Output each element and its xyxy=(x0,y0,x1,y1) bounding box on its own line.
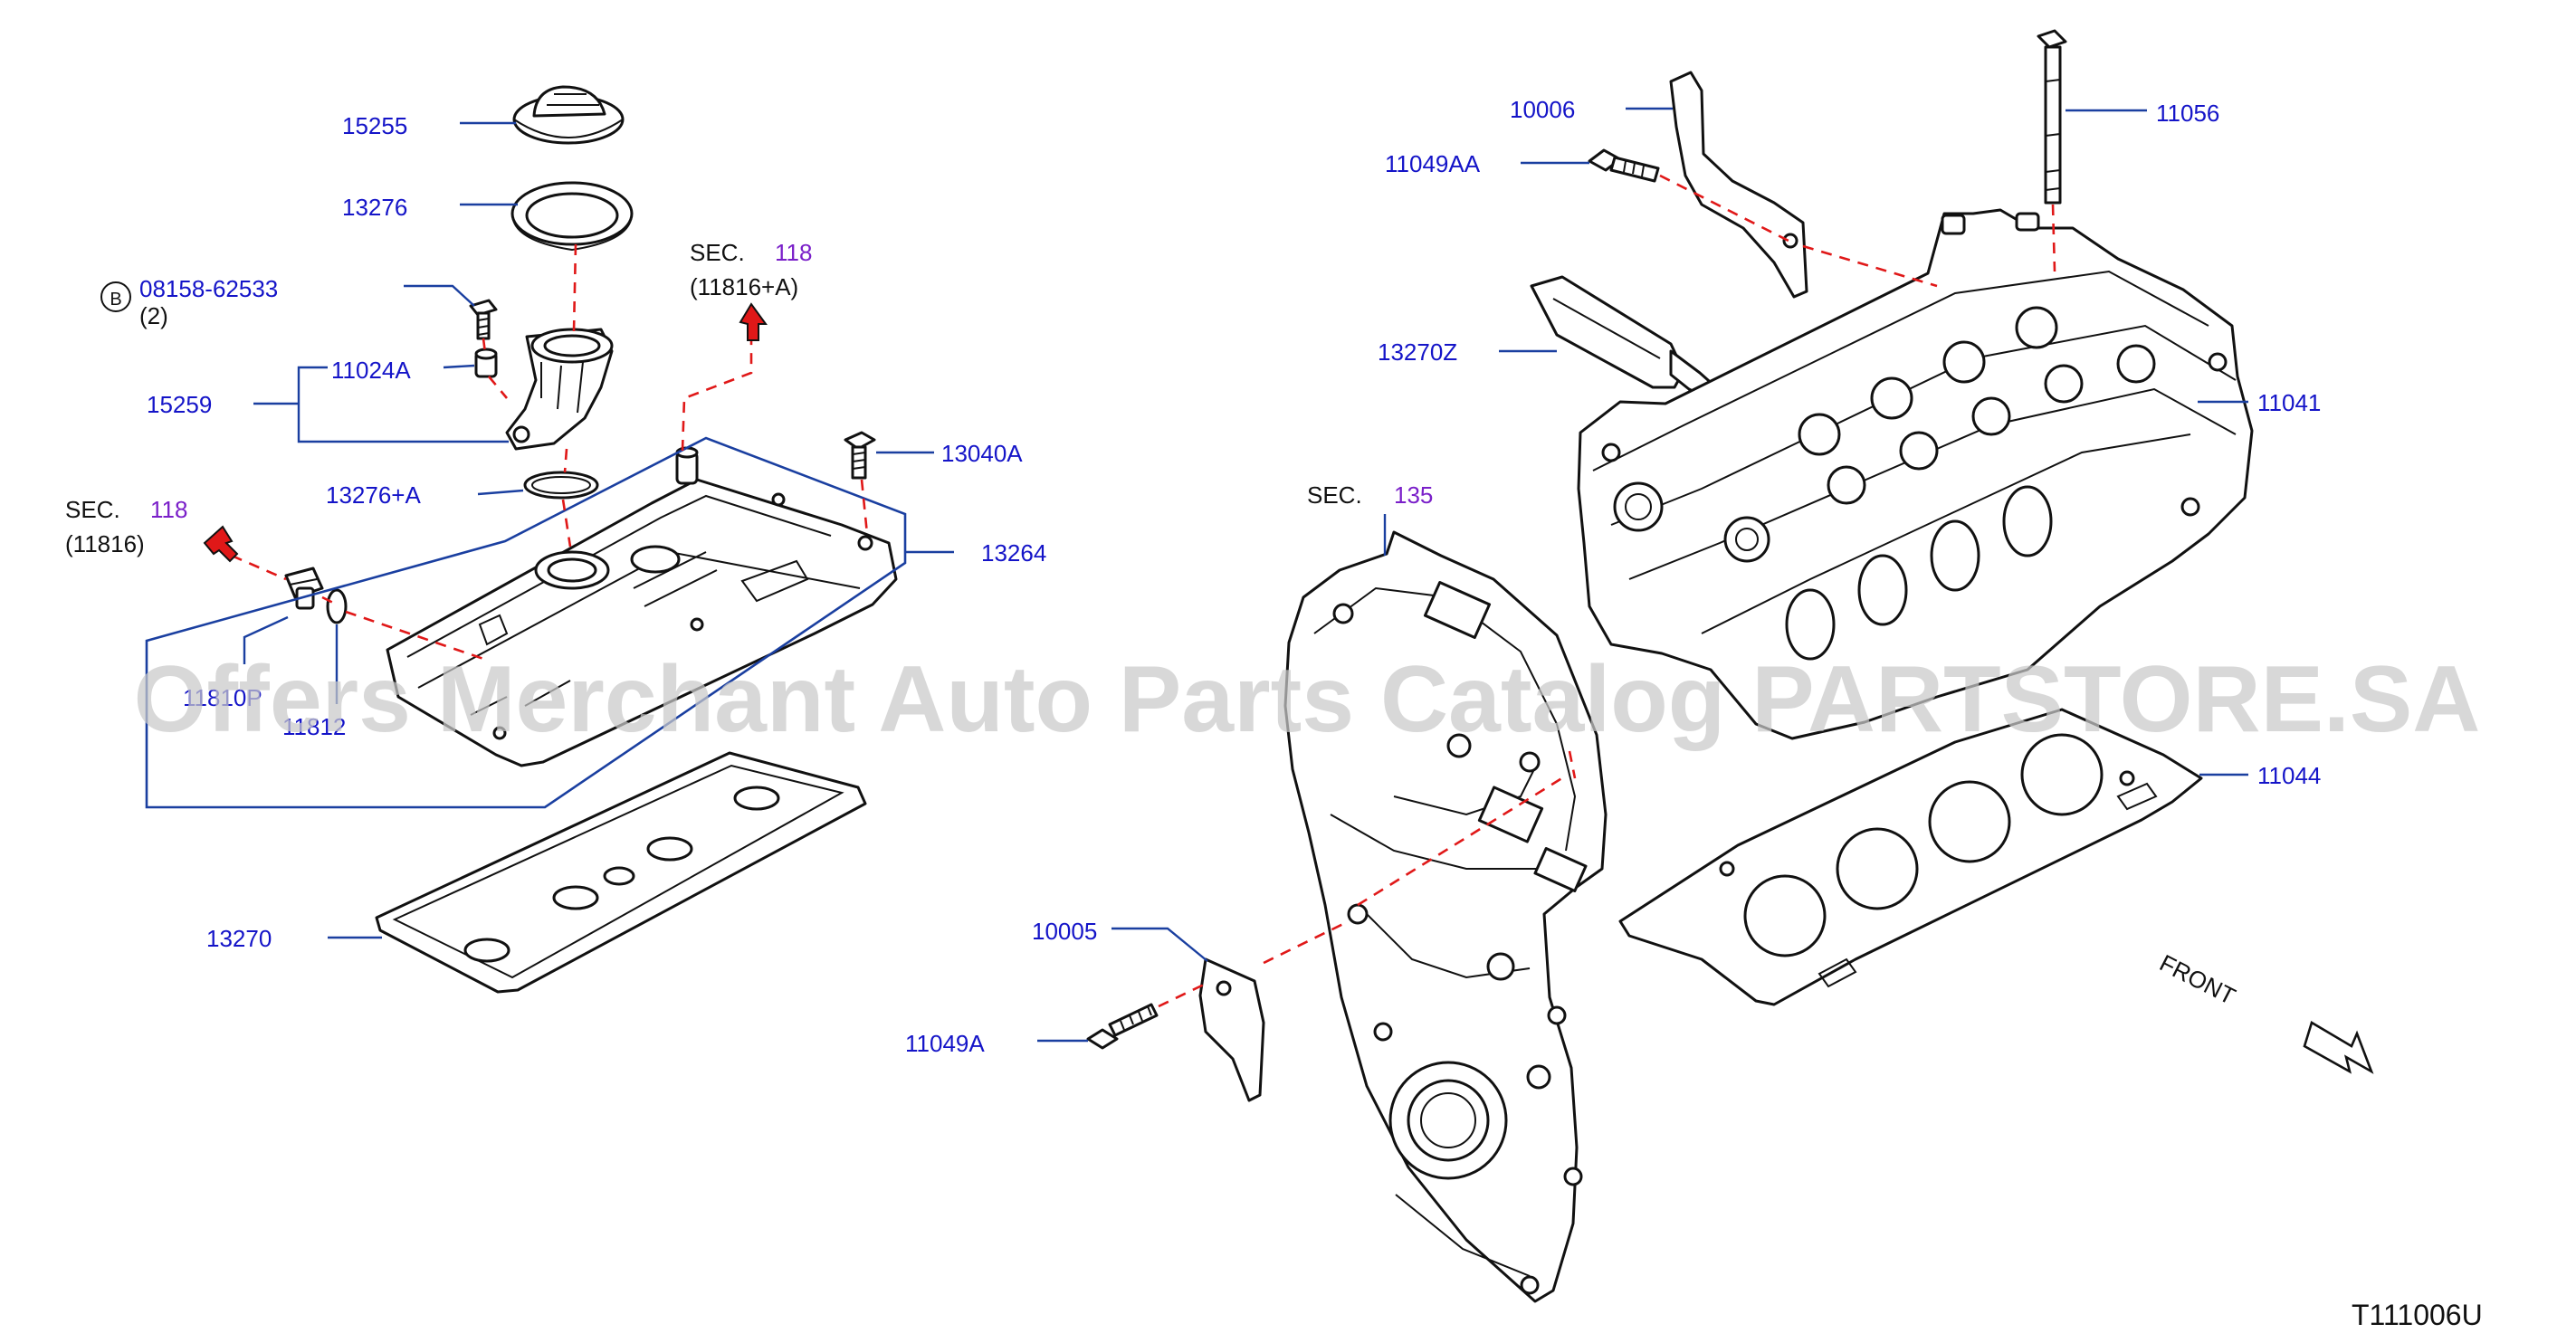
watermark: Offers Merchant Auto Parts Catalog PARTS… xyxy=(134,647,2481,752)
guide-sensor-to-cover xyxy=(231,554,490,662)
label-08158-qty: (2) xyxy=(139,302,168,329)
label-15255[interactable]: 15255 xyxy=(342,112,407,139)
oil-filler-cap[interactable] xyxy=(512,85,625,145)
leader-10005 xyxy=(1111,927,1208,962)
bolt-badge-letter: B xyxy=(110,290,121,310)
label-11056[interactable]: 11056 xyxy=(2156,100,2219,127)
sec-a-arrow-icon xyxy=(739,302,768,341)
label-11024a[interactable]: 11024A xyxy=(331,357,411,384)
cylinder-head[interactable] xyxy=(1577,208,2254,740)
label-13270z[interactable]: 13270Z xyxy=(1378,338,1457,366)
guide-bolt-to-cover xyxy=(860,479,869,535)
sec-a-number[interactable]: 118 xyxy=(775,239,812,266)
valve-cover[interactable] xyxy=(386,446,898,767)
pcv-valve-11810p[interactable] xyxy=(284,567,324,610)
guide-cover-to-sec-a xyxy=(681,329,753,452)
label-10005[interactable]: 10005 xyxy=(1032,918,1097,945)
bushing-11024a[interactable] xyxy=(474,348,498,378)
grommet-11812[interactable] xyxy=(326,588,348,624)
guide-neck-to-cover xyxy=(561,448,572,548)
sealant-tube-13270z[interactable] xyxy=(1530,275,1718,400)
sec-b-arrow-icon xyxy=(203,525,239,563)
head-bolt-11056[interactable] xyxy=(2037,29,2067,205)
leader-15259 xyxy=(253,366,509,443)
sec-b-prefix: SEC. xyxy=(65,496,120,523)
sec-a-ref: (11816+A) xyxy=(690,273,798,300)
front-arrow-icon xyxy=(2303,1021,2374,1074)
sec-b-ref: (11816) xyxy=(65,530,145,557)
sec-c-prefix: SEC. xyxy=(1307,481,1362,509)
sec-b-number[interactable]: 118 xyxy=(150,496,187,523)
label-11049a[interactable]: 11049A xyxy=(905,1030,985,1057)
assembly-outline xyxy=(145,436,907,809)
label-13276[interactable]: 13276 xyxy=(342,194,407,221)
leader-11810p xyxy=(243,615,289,664)
label-11812[interactable]: 11812 xyxy=(282,713,346,740)
bolt-badge-icon xyxy=(100,281,131,312)
oil-filler-neck[interactable] xyxy=(505,328,614,451)
guide-front-cover-dowel xyxy=(1568,750,1577,779)
front-timing-cover[interactable] xyxy=(1283,530,1608,1303)
sec-c-number[interactable]: 135 xyxy=(1394,481,1433,509)
guide-cap-to-neck xyxy=(572,243,577,332)
diagram-code: T111006U xyxy=(2352,1299,2483,1331)
bolt-13040a[interactable] xyxy=(844,431,876,480)
guide-bracket-to-head xyxy=(1802,244,1938,288)
label-15259[interactable]: 15259 xyxy=(147,391,212,418)
leader-11024a xyxy=(443,364,475,369)
bracket-10006[interactable] xyxy=(1669,71,1808,299)
sec-a-prefix: SEC. xyxy=(690,239,745,266)
label-10006[interactable]: 10006 xyxy=(1510,96,1575,123)
label-13276a[interactable]: 13276+A xyxy=(326,481,421,509)
bolt-08158[interactable] xyxy=(469,299,498,340)
label-08158[interactable]: 08158-62533 xyxy=(139,275,278,302)
o-ring-inner xyxy=(531,476,591,494)
label-13270[interactable]: 13270 xyxy=(206,925,272,952)
label-11044[interactable]: 11044 xyxy=(2257,762,2321,789)
bolt-11049a[interactable] xyxy=(1086,1003,1159,1050)
cylinder-head-gasket[interactable] xyxy=(1618,708,2203,1006)
guide-bolt-to-front-cover xyxy=(1158,773,1569,1008)
leader-08158 xyxy=(404,284,475,307)
label-13264[interactable]: 13264 xyxy=(981,539,1046,567)
label-11049aa[interactable]: 11049AA xyxy=(1385,150,1481,177)
guide-bolt-to-bracket xyxy=(1659,174,1789,243)
filler-cap-seal[interactable] xyxy=(510,181,634,252)
leader-13276a xyxy=(477,489,524,496)
valve-cover-gasket[interactable] xyxy=(375,751,867,994)
label-13040a[interactable]: 13040A xyxy=(941,440,1023,467)
guide-bolt-to-neck xyxy=(482,338,508,399)
label-11810p[interactable]: 11810P xyxy=(183,684,262,711)
front-direction-label: FRONT xyxy=(2155,949,2240,1010)
bolt-11049aa[interactable] xyxy=(1588,148,1660,183)
label-11041[interactable]: 11041 xyxy=(2257,389,2321,416)
bracket-10005[interactable] xyxy=(1198,957,1265,1102)
